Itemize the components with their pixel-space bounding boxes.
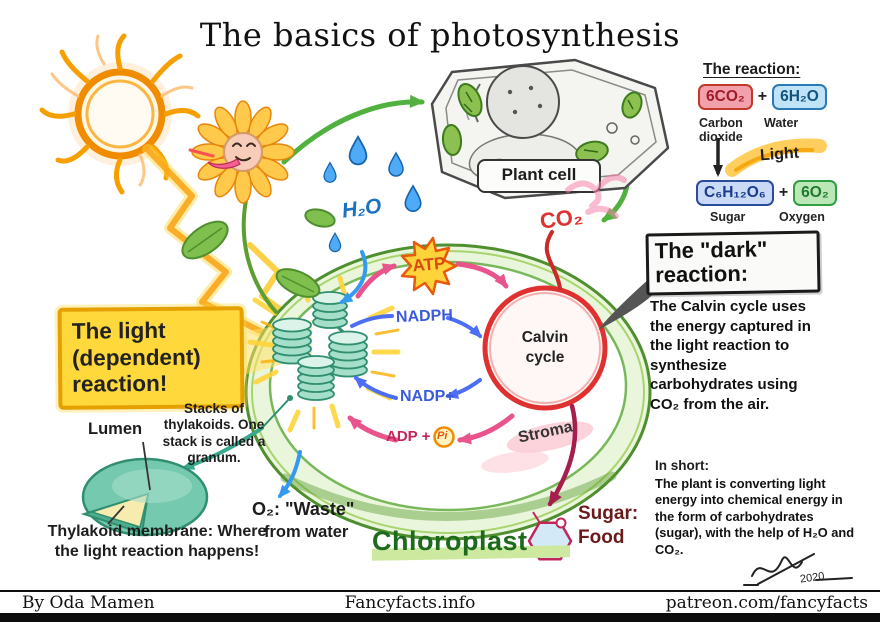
pi-label: Pi [437, 430, 448, 442]
page-title: The basics of photosynthesis [199, 16, 681, 54]
arrow-nadph-to-calvin [446, 316, 483, 339]
o2-label: Oxygen [779, 210, 825, 224]
arrow-grana-to-atp [355, 263, 397, 299]
o2-waste-line1: O₂: "Waste" [252, 499, 355, 519]
arrow-flower-to-cell [281, 94, 425, 165]
water-droplets [323, 134, 422, 253]
nadph-label: NADPH [395, 307, 454, 326]
lumen-label: Lumen [88, 420, 143, 438]
h2o-formula-box: 6H₂O [772, 84, 827, 110]
light-reaction-box: The light (dependent) reaction! [57, 306, 245, 410]
adp-label: ADP + [386, 428, 431, 445]
arrow-adp-to-grana [347, 415, 399, 443]
granum-leader-line [261, 397, 291, 429]
plus-sign: + [757, 87, 768, 105]
footer-bottom-bar [0, 613, 880, 622]
arrow-to-lumen-disc [181, 426, 264, 470]
line-grana-to-nadph [350, 314, 394, 328]
atp-starburst [400, 236, 458, 296]
thylakoid-stacks [272, 291, 368, 401]
sunflower-illustration [181, 100, 336, 314]
footer-site: Fancyfacts.info [344, 593, 476, 613]
stroma-highlight [481, 421, 594, 473]
reaction-inputs-row: 6CO₂ + 6H₂O [698, 84, 827, 110]
plant-cell-label: Plant cell [501, 165, 577, 184]
plant-cell-illustration [430, 58, 670, 200]
calvin-cycle-circle [482, 285, 608, 411]
plus-sign: + [778, 183, 789, 201]
in-short-heading: In short: [655, 458, 709, 473]
reaction-arrow-group [713, 138, 827, 177]
calvin-cycle-label: Calvin cycle [521, 329, 569, 367]
arrow-nadp-to-grana [353, 376, 398, 400]
reaction-heading: The reaction: [703, 61, 801, 78]
footer-top-rule [0, 590, 880, 592]
dark-reaction-body: The Calvin cycle uses the energy capture… [650, 298, 811, 413]
arrow-calvin-to-nadp [445, 378, 482, 399]
in-short-body: The plant is converting light energy int… [655, 476, 855, 557]
thylakoid-membrane-note: Thylakoid membrane: Where the light reac… [47, 523, 267, 560]
sugar-label: Sugar [710, 210, 746, 224]
sugar-formula-box: C₆H₁₂O₆ [696, 180, 774, 206]
sun-icon [39, 33, 201, 195]
light-label: Light [759, 144, 800, 165]
o2-formula-box: 6O₂ [793, 180, 837, 206]
chloroplast-label: Chloroplast [372, 526, 528, 556]
nadp-label: NADP+ [400, 388, 455, 405]
co2-label: Carbon dioxide [699, 116, 743, 145]
dark-box-tail [598, 278, 658, 330]
thylakoid-disc-illustration [80, 441, 209, 537]
co2-formula-box: 6CO₂ [698, 84, 753, 110]
arrow-o2-out [278, 450, 302, 499]
stacks-note: Stacks of thylakoids. One stack is calle… [162, 401, 266, 466]
artist-signature [743, 553, 853, 586]
footer-author: By Oda Mamen [22, 593, 155, 613]
arrow-calvin-to-sugar [547, 403, 578, 507]
co2-inflow-line [544, 230, 562, 290]
reaction-outputs-row: C₆H₁₂O₆ + 6O₂ [696, 180, 837, 206]
h2o-label: Water [764, 116, 799, 130]
o2-waste-line2: from water [264, 523, 349, 541]
dark-reaction-heading-box: The "dark" reaction: [645, 230, 821, 296]
pi-circle [433, 426, 455, 448]
arrow-calvin-to-adp [457, 413, 515, 445]
arrow-water-into-chloroplast [339, 250, 368, 304]
arrow-atp-to-calvin [455, 261, 509, 289]
footer-patreon: patreon.com/fancyfacts [665, 593, 868, 613]
sugar-food-label: Sugar: Food [578, 503, 639, 548]
pink-scribble [565, 174, 627, 219]
